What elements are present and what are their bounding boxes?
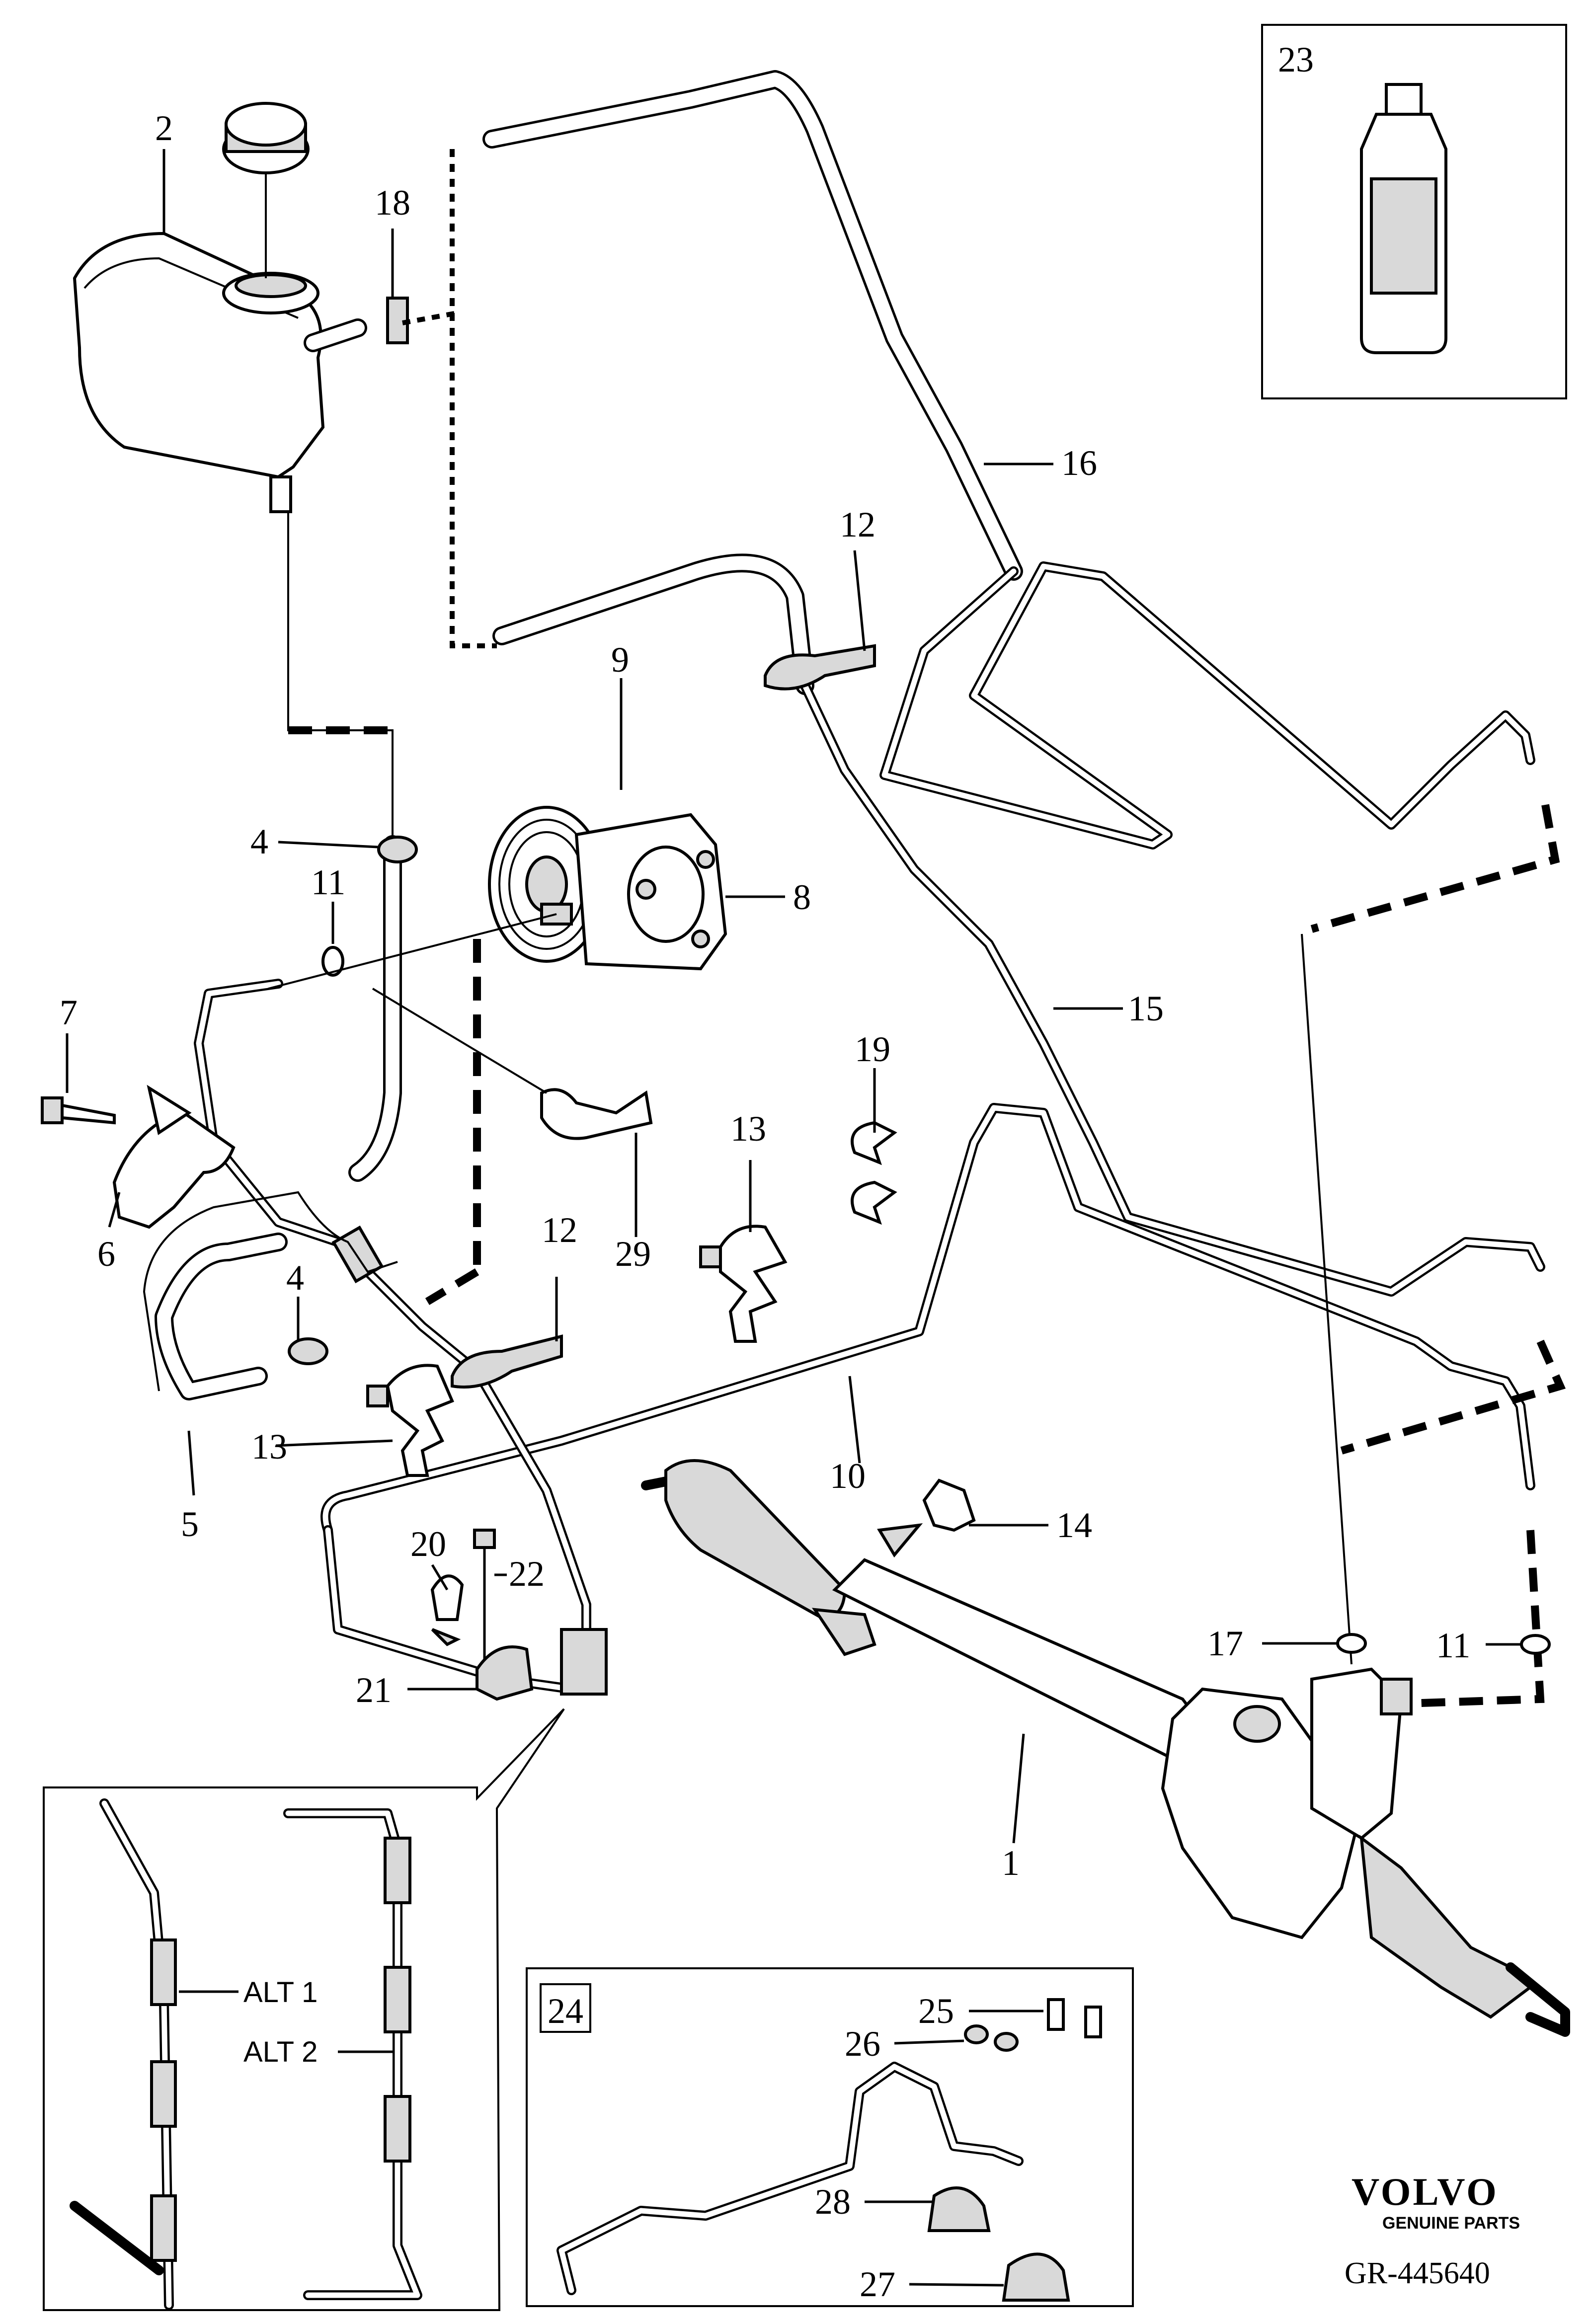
steering-rack-icon: [641, 1459, 1570, 2037]
callout-9: 9: [611, 640, 629, 680]
callout-7: 7: [60, 993, 78, 1032]
callout-24: 24: [548, 1991, 583, 2031]
callout-22: 22: [509, 1554, 545, 1594]
callout-17: 17: [1207, 1624, 1243, 1663]
callout-23: 23: [1278, 40, 1314, 79]
callout-19: 19: [855, 1029, 890, 1069]
clip-13-upper-icon: [699, 1225, 788, 1343]
fluid-inset-frame: [1261, 24, 1567, 399]
callout-1: 1: [1002, 1843, 1020, 1883]
clip-4-upper-icon: [377, 836, 418, 863]
callout-4-lower: 4: [286, 1258, 304, 1298]
callout-25: 25: [918, 1991, 954, 2031]
reservoir-2-icon: [73, 232, 367, 513]
fluid-bottle-inset: [1261, 24, 1567, 399]
clamp-20-icon: [430, 1574, 464, 1646]
callout-21: 21: [356, 1670, 392, 1710]
reservoir-cap-icon: [222, 102, 310, 278]
diagram-reference: GR-445640: [1345, 2256, 1490, 2290]
clamp-29-icon: [372, 988, 653, 1140]
o-ring-17-icon: [1336, 1633, 1367, 1654]
return-line-inset: [526, 1967, 1134, 2307]
callout-27: 27: [860, 2264, 895, 2304]
return-line-inset-frame: [526, 1967, 1134, 2307]
callout-26: 26: [845, 2024, 880, 2064]
callout-11-lower: 11: [1436, 1626, 1470, 1665]
callout-6: 6: [97, 1234, 115, 1274]
callout-8: 8: [793, 877, 811, 917]
bracket-6-icon: [112, 1085, 236, 1229]
bolt-25-icon: [1047, 1998, 1102, 2038]
bolt-7-icon: [41, 1096, 116, 1125]
brand-block: VOLVO GENUINE PARTS GR-445640: [1345, 2170, 1520, 2290]
clip-14-icon: [877, 1478, 976, 1558]
callout-28: 28: [815, 2182, 851, 2222]
callout-12-lower: 12: [542, 1210, 577, 1250]
clip-4-lower-icon: [288, 1337, 328, 1365]
callout-4-upper: 4: [250, 822, 268, 861]
nut-26-icon: [964, 2024, 1019, 2052]
hose-clamp-18-icon: [386, 297, 409, 344]
callout-14: 14: [1056, 1505, 1092, 1545]
callout-11-upper: 11: [311, 862, 345, 902]
clamp-12-lower-icon: [451, 1334, 563, 1389]
leader-lines: [66, 149, 1520, 2287]
callout-15: 15: [1128, 989, 1164, 1028]
clip-21-icon: [476, 1645, 534, 1701]
clamp-27-icon: [1002, 2252, 1070, 2302]
fluid-bottle-icon: [1360, 83, 1447, 354]
hose-variant-inset: [43, 1708, 565, 2311]
clip-19-icon: [851, 1121, 897, 1225]
volvo-logo-text: VOLVO: [1352, 2170, 1499, 2213]
genuine-parts-text: GENUINE PARTS: [1382, 2214, 1520, 2233]
inset-24-number-box: [540, 1983, 591, 2033]
alt-2-label: ALT 2: [243, 2036, 318, 2068]
callout-10: 10: [830, 1456, 866, 1496]
callout-16: 16: [1061, 443, 1097, 483]
callout-20: 20: [410, 1524, 446, 1564]
callout-29: 29: [615, 1234, 651, 1274]
callout-13-lower: 13: [251, 1427, 287, 1467]
callout-5: 5: [181, 1504, 199, 1544]
callout-13-upper: 13: [730, 1109, 766, 1149]
clamp-12-upper-icon: [764, 644, 876, 691]
callout-2: 2: [155, 108, 173, 148]
clip-13-lower-icon: [366, 1364, 454, 1477]
o-ring-11-lower-icon: [1520, 1634, 1551, 1655]
power-steering-pump-icon: [488, 806, 727, 971]
o-ring-11-upper-icon: [321, 946, 344, 977]
alt-1-label: ALT 1: [243, 1976, 318, 2009]
callout-12-upper: 12: [840, 505, 875, 544]
bolt-22-icon: [473, 1529, 496, 1679]
callout-numbers: 2 18 23 16 12 9 4 8 11 15 7 19 13 29 12 …: [60, 40, 1470, 2304]
clamp-28-icon: [927, 2186, 991, 2232]
callout-18: 18: [375, 183, 410, 223]
